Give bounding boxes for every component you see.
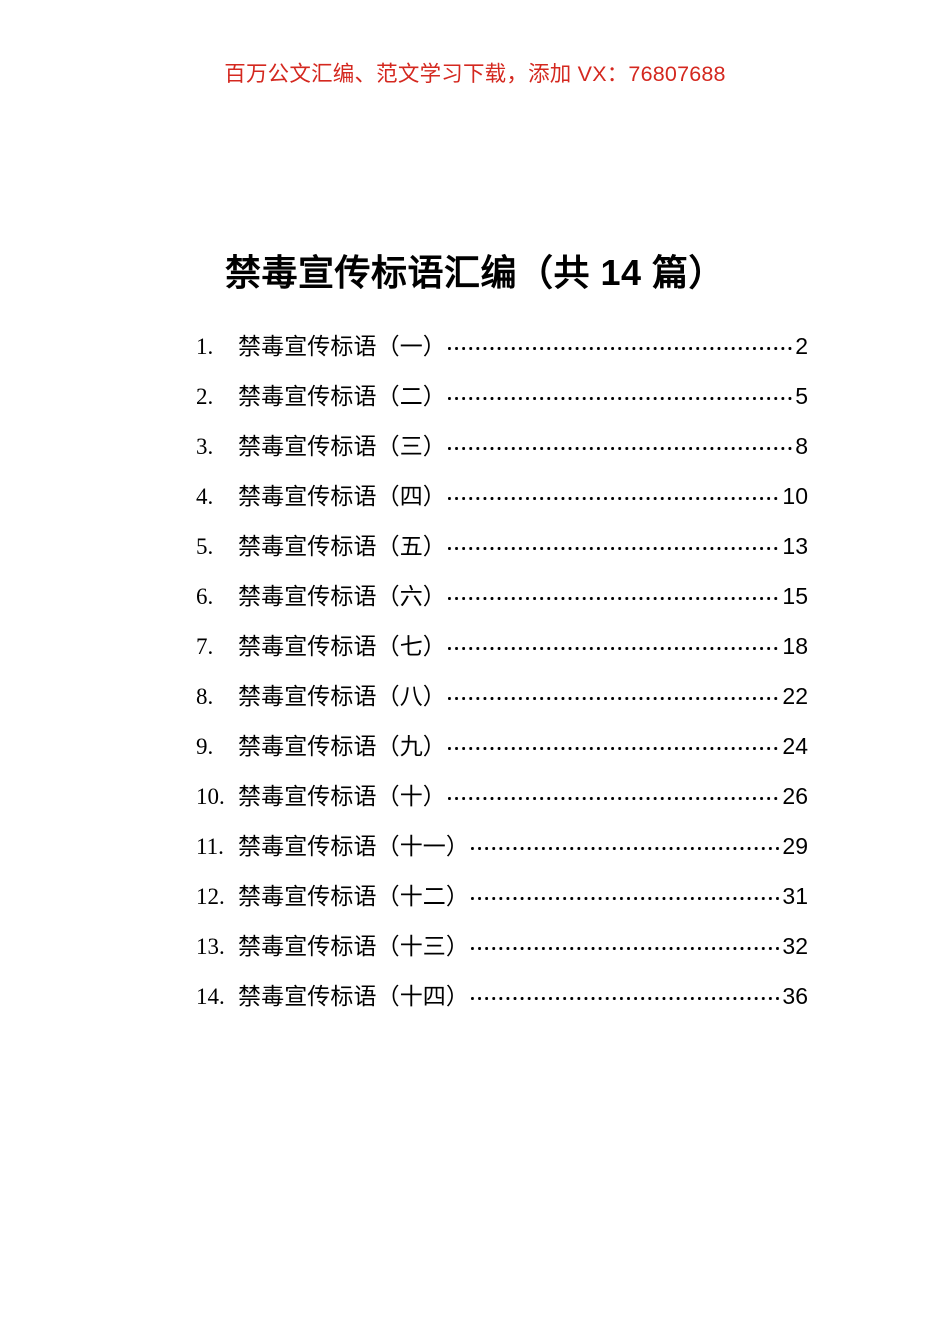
toc-dot-leader bbox=[447, 682, 782, 704]
toc-entry[interactable]: 5. 禁毒宣传标语（五） 13 bbox=[196, 531, 808, 581]
page-title: 禁毒宣传标语汇编（共 14 篇） bbox=[224, 252, 726, 294]
toc-entry-label: 禁毒宣传标语（九） bbox=[238, 733, 446, 759]
toc-dot-leader bbox=[447, 782, 782, 804]
toc-entry[interactable]: 13. 禁毒宣传标语（十三） 32 bbox=[196, 931, 808, 981]
toc-entry-label: 禁毒宣传标语（十三） bbox=[238, 933, 469, 959]
toc-entry-page-number: 31 bbox=[782, 883, 808, 909]
toc-entry[interactable]: 14. 禁毒宣传标语（十四） 36 bbox=[196, 981, 808, 1031]
toc-entry-number: 9. bbox=[196, 734, 214, 759]
toc-entry-label: 禁毒宣传标语（十一） bbox=[238, 833, 469, 859]
toc-entry-page-number: 36 bbox=[782, 983, 808, 1009]
toc-entry-label: 禁毒宣传标语（五） bbox=[238, 533, 446, 559]
toc-entry-number: 13. bbox=[196, 934, 225, 959]
toc-entry-page-number: 15 bbox=[782, 583, 808, 609]
toc-entry[interactable]: 11. 禁毒宣传标语（十一） 29 bbox=[196, 831, 808, 881]
toc-entry-page-number: 13 bbox=[782, 533, 808, 559]
toc-entry-number: 12. bbox=[196, 884, 225, 909]
toc-entry-page-number: 10 bbox=[782, 483, 808, 509]
toc-entry-label: 禁毒宣传标语（八） bbox=[238, 683, 446, 709]
toc-dot-leader bbox=[447, 732, 782, 754]
toc-entry-page-number: 5 bbox=[795, 383, 808, 409]
toc-dot-leader bbox=[447, 432, 794, 454]
toc-entry[interactable]: 2. 禁毒宣传标语（二） 5 bbox=[196, 381, 808, 431]
toc-entry-label: 禁毒宣传标语（二） bbox=[238, 383, 446, 409]
toc-dot-leader bbox=[471, 932, 782, 954]
table-of-contents: 1. 禁毒宣传标语（一） 2 2. 禁毒宣传标语（二） 5 3. 禁毒宣传标语（三） 8 4. 禁毒… bbox=[196, 331, 808, 1031]
toc-entry-number: 14. bbox=[196, 984, 225, 1009]
toc-entry-label: 禁毒宣传标语（十二） bbox=[238, 883, 469, 909]
toc-entry-label: 禁毒宣传标语（六） bbox=[238, 583, 446, 609]
toc-entry-page-number: 26 bbox=[782, 783, 808, 809]
toc-entry[interactable]: 1. 禁毒宣传标语（一） 2 bbox=[196, 331, 808, 381]
toc-entry-number: 1. bbox=[196, 334, 214, 359]
toc-entry-number: 4. bbox=[196, 484, 214, 509]
toc-entry-page-number: 8 bbox=[795, 433, 808, 459]
toc-entry-number: 7. bbox=[196, 634, 214, 659]
toc-entry-label: 禁毒宣传标语（一） bbox=[238, 333, 446, 359]
toc-entry-label: 禁毒宣传标语（十四） bbox=[238, 983, 469, 1009]
toc-entry-page-number: 29 bbox=[782, 833, 808, 859]
toc-entry-number: 6. bbox=[196, 584, 214, 609]
toc-entry[interactable]: 4. 禁毒宣传标语（四） 10 bbox=[196, 481, 808, 531]
toc-dot-leader bbox=[447, 482, 782, 504]
toc-entry[interactable]: 10. 禁毒宣传标语（十） 26 bbox=[196, 781, 808, 831]
toc-entry-page-number: 24 bbox=[782, 733, 808, 759]
toc-entry-label: 禁毒宣传标语（十） bbox=[238, 783, 446, 809]
toc-entry-number: 10. bbox=[196, 784, 225, 809]
toc-dot-leader bbox=[447, 532, 782, 554]
toc-entry-page-number: 2 bbox=[795, 333, 808, 359]
toc-entry-label: 禁毒宣传标语（三） bbox=[238, 433, 446, 459]
toc-dot-leader bbox=[471, 832, 782, 854]
toc-entry-number: 2. bbox=[196, 384, 214, 409]
toc-entry[interactable]: 7. 禁毒宣传标语（七） 18 bbox=[196, 631, 808, 681]
toc-entry[interactable]: 12. 禁毒宣传标语（十二） 31 bbox=[196, 881, 808, 931]
toc-entry[interactable]: 3. 禁毒宣传标语（三） 8 bbox=[196, 431, 808, 481]
toc-entry-number: 8. bbox=[196, 684, 214, 709]
toc-entry-number: 5. bbox=[196, 534, 214, 559]
toc-dot-leader bbox=[447, 332, 794, 354]
toc-entry[interactable]: 9. 禁毒宣传标语（九） 24 bbox=[196, 731, 808, 781]
toc-entry[interactable]: 8. 禁毒宣传标语（八） 22 bbox=[196, 681, 808, 731]
toc-entry-label: 禁毒宣传标语（七） bbox=[238, 633, 446, 659]
toc-dot-leader bbox=[447, 632, 782, 654]
toc-entry[interactable]: 6. 禁毒宣传标语（六） 15 bbox=[196, 581, 808, 631]
toc-entry-page-number: 32 bbox=[782, 933, 808, 959]
toc-entry-number: 3. bbox=[196, 434, 214, 459]
toc-dot-leader bbox=[447, 382, 794, 404]
toc-entry-number: 11. bbox=[196, 834, 224, 859]
toc-entry-label: 禁毒宣传标语（四） bbox=[238, 483, 446, 509]
toc-dot-leader bbox=[447, 582, 782, 604]
toc-entry-page-number: 22 bbox=[782, 683, 808, 709]
toc-dot-leader bbox=[471, 882, 782, 904]
toc-entry-page-number: 18 bbox=[782, 633, 808, 659]
promo-watermark-text: 百万公文汇编、范文学习下载，添加 VX：76807688 bbox=[224, 62, 726, 86]
toc-dot-leader bbox=[471, 982, 782, 1004]
